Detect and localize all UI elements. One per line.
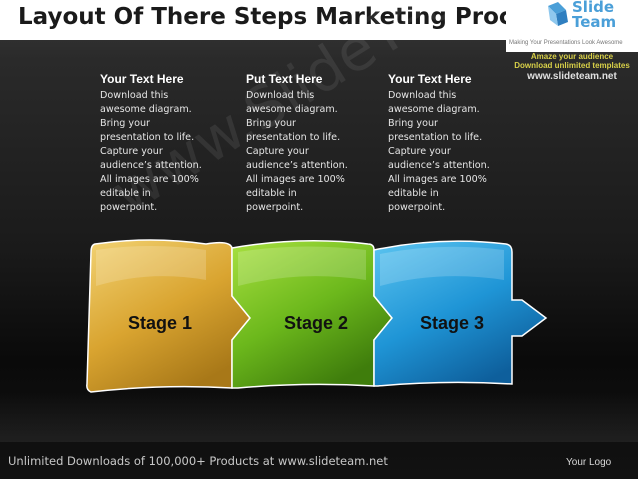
page-title: Layout Of There Steps Marketing Process bbox=[18, 4, 556, 30]
footer-text: Unlimited Downloads of 100,000+ Products… bbox=[8, 454, 388, 468]
column-line: awesome diagram. bbox=[246, 104, 338, 115]
column-line: audience’s attention. bbox=[100, 160, 202, 171]
promo-block: Amaze your audience Download unlimited t… bbox=[506, 52, 638, 83]
promo-line1: Amaze your audience bbox=[530, 52, 614, 61]
stage-1-label: Stage 1 bbox=[128, 313, 192, 333]
column-line: Capture your bbox=[388, 146, 451, 157]
promo-url[interactable]: www.slideteam.net bbox=[527, 71, 617, 82]
stage-1-shape bbox=[86, 239, 251, 393]
column-line: powerpoint. bbox=[246, 202, 304, 213]
column-line: Bring your bbox=[246, 118, 296, 129]
column-line: editable in bbox=[388, 188, 439, 199]
column-heading: Put Text Here bbox=[246, 72, 323, 86]
column-line: Capture your bbox=[100, 146, 163, 157]
stage-2-label: Stage 2 bbox=[284, 313, 348, 333]
logo-emblem-icon bbox=[548, 2, 568, 26]
column-line: audience’s attention. bbox=[246, 160, 348, 171]
stage-3-label: Stage 3 bbox=[420, 313, 484, 333]
column-heading: Your Text Here bbox=[388, 72, 472, 86]
column-line: Capture your bbox=[246, 146, 309, 157]
column-line: powerpoint. bbox=[100, 202, 158, 213]
text-column-2: Put Text Here Download this awesome diag… bbox=[246, 72, 376, 215]
column-line: All images are 100% bbox=[388, 174, 487, 185]
slideteam-logo bbox=[506, 0, 638, 52]
logo-name-line2: Team bbox=[572, 13, 617, 31]
column-line: audience’s attention. bbox=[388, 160, 490, 171]
logo-tagline: Making Your Presentations Look Awesome bbox=[509, 40, 623, 46]
logo-name-line1: Slide bbox=[572, 0, 614, 16]
column-body: Download this awesome diagram. Bring you… bbox=[100, 89, 230, 215]
your-logo-placeholder: Your Logo bbox=[566, 457, 612, 468]
column-line: All images are 100% bbox=[100, 174, 199, 185]
column-line: editable in bbox=[246, 188, 297, 199]
column-line: presentation to life. bbox=[388, 132, 483, 143]
promo-line2: Download unlimited templates bbox=[514, 61, 630, 70]
column-heading: Your Text Here bbox=[100, 72, 184, 86]
column-line: awesome diagram. bbox=[100, 104, 192, 115]
column-line: Download this bbox=[100, 90, 169, 101]
column-body: Download this awesome diagram. Bring you… bbox=[388, 89, 518, 215]
column-line: Download this bbox=[246, 90, 315, 101]
text-column-3: Your Text Here Download this awesome dia… bbox=[388, 72, 518, 215]
column-line: awesome diagram. bbox=[388, 104, 480, 115]
column-line: editable in bbox=[100, 188, 151, 199]
column-line: powerpoint. bbox=[388, 202, 446, 213]
column-line: presentation to life. bbox=[100, 132, 195, 143]
column-line: presentation to life. bbox=[246, 132, 341, 143]
column-body: Download this awesome diagram. Bring you… bbox=[246, 89, 376, 215]
logo-wordmark: Slide Team bbox=[572, 0, 616, 30]
stage-3-shape bbox=[373, 240, 548, 387]
column-line: All images are 100% bbox=[246, 174, 345, 185]
column-line: Bring your bbox=[100, 118, 150, 129]
column-line: Bring your bbox=[388, 118, 438, 129]
column-line: Download this bbox=[388, 90, 457, 101]
text-column-1: Your Text Here Download this awesome dia… bbox=[100, 72, 230, 215]
